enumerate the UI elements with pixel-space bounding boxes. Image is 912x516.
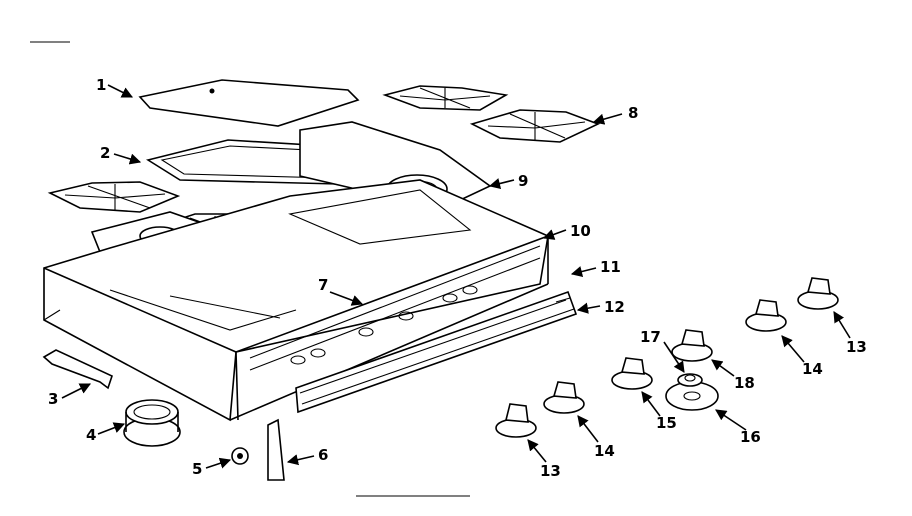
part-1-cover — [138, 79, 360, 127]
callout-11: 11 — [600, 258, 621, 276]
callout-18: 18 — [734, 374, 755, 392]
callout-15: 15 — [656, 414, 677, 432]
callout-7: 7 — [318, 276, 328, 294]
part-5-small-knob — [231, 447, 249, 465]
callout-2: 2 — [100, 144, 110, 162]
callout-4: 4 — [86, 426, 96, 444]
knob-13-upper — [797, 277, 839, 310]
callout-17: 17 — [640, 328, 661, 346]
callout-13a: 13 — [540, 462, 561, 480]
callout-12: 12 — [604, 298, 625, 316]
callout-6: 6 — [318, 446, 328, 464]
knob-14-lower — [543, 381, 585, 414]
callout-1: 1 — [96, 76, 106, 94]
leader-lines — [61, 84, 851, 469]
part-4-cup — [123, 399, 181, 447]
cooktop-body — [43, 179, 549, 422]
control-knobs — [495, 277, 839, 438]
knob-15 — [611, 357, 653, 390]
baseline-marks — [30, 41, 470, 497]
knob-18 — [671, 329, 713, 362]
knob-13-lower — [495, 403, 537, 438]
callout-labels: 1 2 3 4 5 6 7 8 9 10 11 12 13 14 15 16 1… — [48, 76, 867, 480]
callout-5: 5 — [192, 460, 202, 478]
part-3-bracket — [42, 349, 113, 390]
part-6-wedge — [267, 418, 285, 481]
part-12-control-strip — [295, 290, 578, 414]
callout-16: 16 — [740, 428, 761, 446]
callout-14a: 14 — [594, 442, 615, 460]
part-17-cap — [677, 373, 703, 387]
callout-13b: 13 — [846, 338, 867, 356]
callout-3: 3 — [48, 390, 58, 408]
callout-8: 8 — [628, 104, 638, 122]
callout-14b: 14 — [802, 360, 823, 378]
callout-9: 9 — [518, 172, 528, 190]
knob-14-upper — [745, 299, 787, 332]
callout-10: 10 — [570, 222, 591, 240]
